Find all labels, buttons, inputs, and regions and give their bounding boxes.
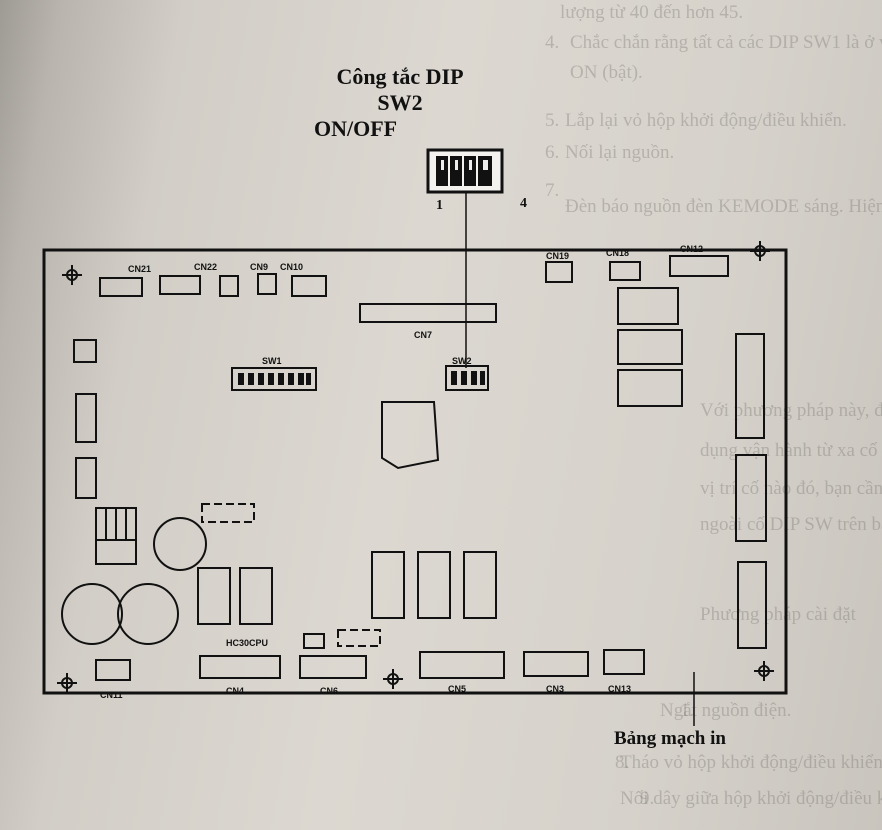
relay-2 <box>617 329 683 365</box>
label-sw2: SW2 <box>452 356 472 366</box>
connector-cn12-top <box>669 255 729 277</box>
bg-text-line: vị trí cố nào đó, bạn cần phải cài đặt D… <box>700 478 882 499</box>
capacitor-small <box>153 517 207 571</box>
dip-switch-title-line2: SW2 <box>377 90 423 115</box>
label-cn12-top: CN12 <box>680 244 703 254</box>
dip-switch-title: Công tắc DIP SW2 ON/OFF <box>300 64 500 142</box>
terminal-block-3 <box>737 561 767 649</box>
relay-1 <box>617 287 679 325</box>
relay-3 <box>617 369 683 407</box>
capacitor-large-1 <box>61 583 123 645</box>
dip-switch-sw2 <box>445 365 489 391</box>
connector-cn7 <box>359 303 497 323</box>
bg-number: 6. <box>545 142 560 163</box>
connector-cn10 <box>291 275 327 297</box>
relay-mid-3 <box>371 551 405 619</box>
pcb-outline <box>42 248 788 695</box>
terminal-block-2 <box>735 454 767 542</box>
label-cn4: CN4 <box>226 686 244 696</box>
component-left-2 <box>75 393 97 443</box>
switch-pin-1-label: 1 <box>436 198 443 213</box>
connector-cn9-a <box>219 275 239 297</box>
terminal-block-1 <box>735 333 765 439</box>
bg-text-line: ngoài cố DIP SW trên bảng mạch in. <box>700 514 882 535</box>
board-label: Bảng mạch in <box>614 728 726 749</box>
mount-hole-bottom-mid <box>383 669 403 689</box>
mount-hole-top-right <box>750 241 770 261</box>
label-cn10: CN10 <box>280 262 303 272</box>
connector-cn11 <box>95 659 131 681</box>
heatsink <box>95 507 137 565</box>
label-cn7: CN7 <box>414 330 432 340</box>
bg-text-line: Tháo vỏ hộp khởi động/điều khiển. <box>620 752 882 773</box>
dip-switch-sw1 <box>231 367 317 391</box>
relay-mid-1 <box>197 567 231 625</box>
bg-text-line: Đèn báo nguồn đèn KEMODE sáng. Hiện thị <box>565 196 882 217</box>
label-cn5: CN5 <box>448 684 466 694</box>
mount-hole-top-left <box>62 265 82 285</box>
connector-cn3 <box>523 651 589 677</box>
label-cn18: CN18 <box>606 248 629 258</box>
dip-switch-title-line1: Công tắc DIP <box>336 64 464 89</box>
connector-cn9-b <box>257 273 277 295</box>
label-cpu: HC30CPU <box>226 638 268 648</box>
connector-cn13 <box>603 649 645 675</box>
connector-cn5 <box>419 651 505 679</box>
label-cn3: CN3 <box>546 684 564 694</box>
dip-switch-enlarged <box>426 148 504 194</box>
connector-cn18 <box>609 261 641 281</box>
label-cn6: CN6 <box>320 686 338 696</box>
relay-mid-5 <box>463 551 497 619</box>
bg-text-line: Nối dây giữa hộp khởi động/điều khiển <box>620 788 882 809</box>
bg-text-line: Với phương pháp này, định hướng bạn có ý… <box>700 400 882 421</box>
dashed-component-1 <box>201 503 255 523</box>
connector-cn19 <box>545 261 573 283</box>
label-sw1: SW1 <box>262 356 282 366</box>
switch-pin-4-label: 4 <box>520 196 527 211</box>
relay-mid-2 <box>239 567 273 625</box>
connector-cn21 <box>99 277 143 297</box>
bg-text-line: ON (bật). <box>570 62 643 83</box>
label-cn9: CN9 <box>250 262 268 272</box>
bg-text-line: Ngắt nguồn điện. <box>660 700 792 721</box>
dip-switch-title-line3: ON/OFF <box>314 116 398 141</box>
relay-mid-4 <box>417 551 451 619</box>
cpu-chip <box>381 401 440 470</box>
label-cn13: CN13 <box>608 684 631 694</box>
bg-text-line: lượng từ 40 đến hơn 45. <box>560 2 744 23</box>
label-cn19: CN19 <box>546 251 569 261</box>
label-cn11: CN11 <box>100 690 123 700</box>
bg-text-line: Lắp lại vỏ hộp khởi động/điều khiển. <box>565 110 847 131</box>
mount-hole-bottom-left <box>57 673 77 693</box>
capacitor-large-2 <box>117 583 179 645</box>
bg-number: 4. <box>545 32 560 53</box>
bg-number: 1. <box>680 700 695 721</box>
bg-number: 8. <box>615 752 630 773</box>
label-cn22: CN22 <box>194 262 217 272</box>
bg-text-line: Nối lại nguồn. <box>565 142 675 163</box>
dashed-component-2 <box>337 629 381 647</box>
bg-number: 9. <box>640 788 655 809</box>
component-left-1 <box>73 339 97 363</box>
connector-cn22 <box>159 275 201 295</box>
connector-cn6 <box>299 655 367 679</box>
bg-number: 7. <box>545 180 560 201</box>
label-cn21: CN21 <box>128 264 151 274</box>
bg-text-line: Chắc chắn rằng tất cả các DIP SW1 là ở v… <box>570 32 882 53</box>
mount-hole-bottom-right <box>754 661 774 681</box>
connector-cpu-small <box>303 633 325 649</box>
connector-cn4 <box>199 655 281 679</box>
component-left-3 <box>75 457 97 499</box>
bg-number: 5. <box>545 110 560 131</box>
